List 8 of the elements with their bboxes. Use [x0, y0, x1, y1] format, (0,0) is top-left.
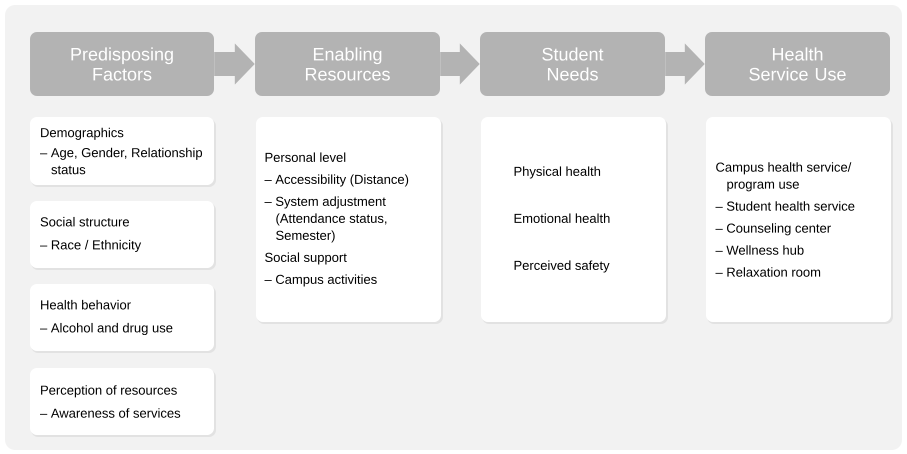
factor-box: Perception of resources – Awareness of services: [30, 368, 214, 435]
factor-box: Demographics – Age, Gender, Relationship status: [30, 117, 214, 185]
factor-box: Personal level – Accessibility (Distance) – System adjustment (Attendance status, Semester) Social support – Campus activities: [256, 117, 441, 322]
factor-box: Campus health service/ program use – Student health service – Counseling center – Wellness hub – Relaxation room: [706, 117, 891, 322]
stage-header: Predisposing Factors: [30, 32, 214, 96]
factor-box: Social structure – Race / Ethnicity: [30, 201, 214, 268]
factor-box: Health behavior – Alcohol and drug use: [30, 284, 214, 351]
factor-box: Physical health Emotional health Perceived safety: [481, 117, 666, 322]
